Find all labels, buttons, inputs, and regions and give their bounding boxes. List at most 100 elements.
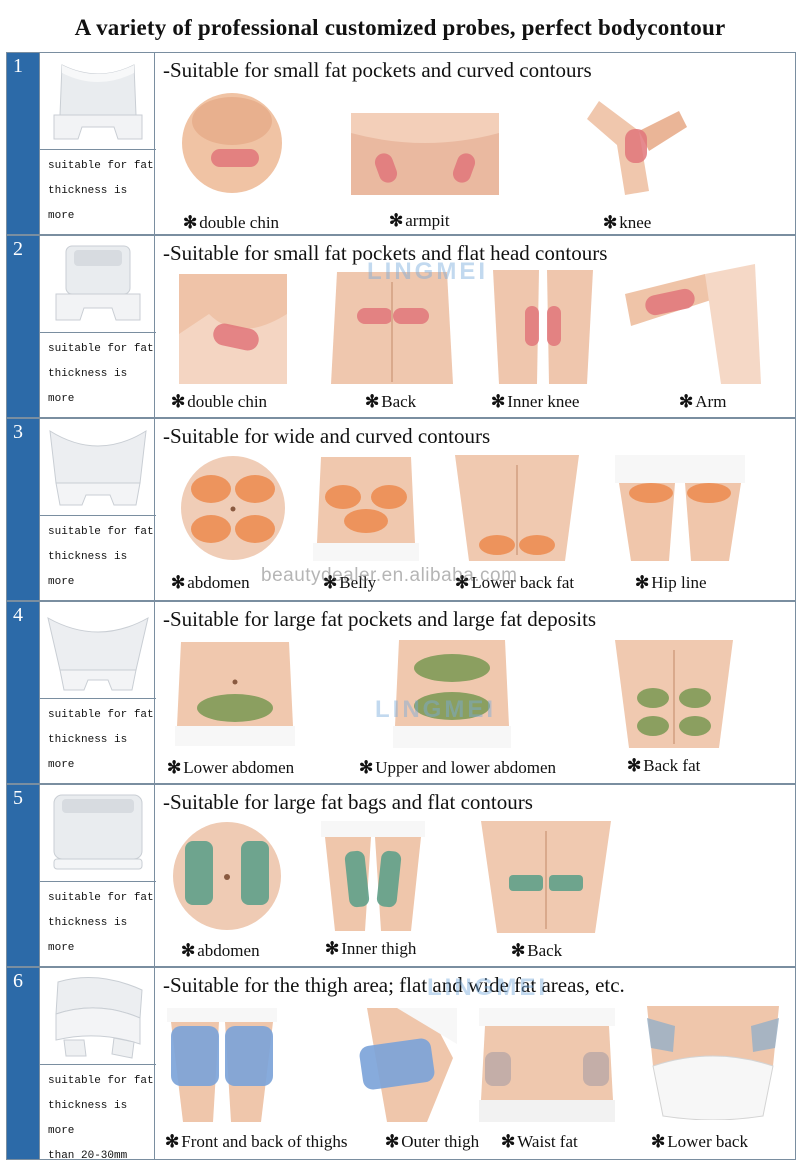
- row-content: -Suitable for large fat bags and flat co…: [157, 785, 795, 966]
- abdomen-image: [181, 456, 285, 560]
- arm-image: [625, 264, 761, 384]
- area-label: ✻Inner knee: [491, 392, 580, 411]
- area-label: ✻Upper and lower abdomen: [359, 758, 557, 777]
- probe-cell: suitable for fat thickness is more than …: [39, 419, 156, 613]
- inner-thigh-image: [321, 821, 425, 931]
- row-content: -Suitable for large fat pockets and larg…: [157, 602, 795, 783]
- fat-thickness-note: suitable for fat thickness is more than …: [40, 1064, 156, 1162]
- area-label: ✻Lower abdomen: [167, 758, 295, 777]
- probe-row-2: 2 suitable for fat thickness is more tha…: [6, 235, 796, 430]
- row-content: -Suitable for the thigh area; flat and w…: [157, 968, 795, 1159]
- abdomen-image: [173, 822, 281, 930]
- belly-image: [313, 457, 419, 561]
- waist-fat-image: [479, 1008, 615, 1122]
- flower-bullet-icon: ✻: [323, 573, 338, 592]
- row-number: 1: [7, 53, 39, 234]
- row-content: -Suitable for small fat pockets and flat…: [157, 236, 795, 417]
- probe-row-4: 4 suitable for fat thickness is more tha…: [6, 601, 796, 796]
- flower-bullet-icon: ✻: [181, 941, 196, 960]
- page-title: A variety of professional customized pro…: [74, 15, 726, 40]
- row-number: 3: [7, 419, 39, 600]
- row-number: 5: [7, 785, 39, 966]
- probe-row-1: 1 suitable for fat thickness is more tha…: [6, 52, 796, 247]
- flower-bullet-icon: ✻: [183, 213, 198, 232]
- fat-thickness-note: suitable for fat thickness is more than …: [40, 515, 156, 613]
- probe-table: 1 suitable for fat thickness is more tha…: [6, 52, 796, 1162]
- area-label: ✻Belly: [323, 573, 377, 592]
- row-content: -Suitable for small fat pockets and curv…: [157, 53, 795, 234]
- probe-cell: suitable for fat thickness is more than …: [39, 602, 156, 796]
- double-chin-image: [179, 274, 287, 384]
- area-label: ✻Inner thigh: [325, 939, 417, 958]
- area-label: ✻double chin: [171, 392, 268, 411]
- row-heading: -Suitable for wide and curved contours: [163, 424, 491, 448]
- area-label: ✻Hip line: [635, 573, 707, 592]
- area-label: ✻Front and back of thighs: [165, 1132, 348, 1151]
- double-chin-image: [182, 93, 282, 193]
- flower-bullet-icon: ✻: [455, 573, 470, 592]
- row-heading: -Suitable for small fat pockets and curv…: [163, 58, 592, 82]
- area-label: ✻knee: [603, 213, 652, 232]
- row-heading: -Suitable for small fat pockets and flat…: [163, 241, 608, 265]
- probe-6-image: [55, 977, 143, 1059]
- flower-bullet-icon: ✻: [171, 392, 186, 411]
- flower-bullet-icon: ✻: [365, 392, 380, 411]
- area-label: ✻Arm: [679, 392, 727, 411]
- area-label: ✻double chin: [183, 213, 280, 232]
- flower-bullet-icon: ✻: [167, 758, 182, 777]
- probe-5-image: [53, 794, 143, 870]
- probe-cell: suitable for fat thickness is more than …: [39, 53, 156, 247]
- flower-bullet-icon: ✻: [501, 1132, 516, 1151]
- area-label: ✻Back fat: [627, 756, 701, 775]
- inner-knee-image: [493, 270, 593, 384]
- flower-bullet-icon: ✻: [385, 1132, 400, 1151]
- flower-bullet-icon: ✻: [359, 758, 374, 777]
- back-fat-image: [615, 640, 733, 748]
- area-label: ✻Lower back: [651, 1132, 748, 1151]
- flower-bullet-icon: ✻: [389, 211, 404, 230]
- probe-3-image: [49, 430, 147, 506]
- flower-bullet-icon: ✻: [627, 756, 642, 775]
- row-number: 6: [7, 968, 39, 1159]
- back-image: [481, 821, 611, 933]
- flower-bullet-icon: ✻: [603, 213, 618, 232]
- lower-abdomen-image: [175, 642, 295, 746]
- row-number: 4: [7, 602, 39, 783]
- flower-bullet-icon: ✻: [511, 941, 526, 960]
- area-label: ✻Waist fat: [501, 1132, 578, 1151]
- armpit-image: [351, 113, 499, 195]
- hip-line-image: [615, 455, 745, 561]
- area-label: ✻armpit: [389, 211, 450, 230]
- row-heading: -Suitable for large fat bags and flat co…: [163, 790, 533, 814]
- flower-bullet-icon: ✻: [325, 939, 340, 958]
- flower-bullet-icon: ✻: [651, 1132, 666, 1151]
- probe-row-3: 3 suitable for fat thickness is more tha…: [6, 418, 796, 613]
- row-heading: -Suitable for the thigh area; flat and w…: [163, 973, 625, 997]
- area-label: ✻Lower back fat: [455, 573, 575, 592]
- fat-thickness-note: suitable for fat thickness is more than …: [40, 881, 156, 979]
- probe-row-6: 6 suitable for fat thickness is more tha…: [6, 967, 796, 1162]
- row-heading: -Suitable for large fat pockets and larg…: [163, 607, 597, 631]
- probe-4-image: [47, 617, 149, 691]
- front-back-thighs-image: [167, 1008, 277, 1122]
- flower-bullet-icon: ✻: [635, 573, 650, 592]
- area-label: ✻abdomen: [171, 573, 250, 592]
- outer-thigh-image: [359, 1008, 457, 1122]
- probe-2-image: [55, 245, 141, 321]
- probe-cell: suitable for fat thickness is more than …: [39, 785, 156, 979]
- area-label: ✻abdomen: [181, 941, 260, 960]
- flower-bullet-icon: ✻: [679, 392, 694, 411]
- area-label: ✻Back: [511, 941, 563, 960]
- lower-back-image: [647, 1006, 779, 1120]
- area-label: ✻Back: [365, 392, 417, 411]
- fat-thickness-note: suitable for fat thickness is more than …: [40, 332, 156, 430]
- flower-bullet-icon: ✻: [491, 392, 506, 411]
- row-number: 2: [7, 236, 39, 417]
- back-image: [331, 272, 453, 384]
- upper-lower-abdomen-image: [393, 640, 511, 748]
- probe-1-image: [53, 64, 143, 140]
- flower-bullet-icon: ✻: [171, 573, 186, 592]
- row-content: -Suitable for wide and curved contours ✻…: [157, 419, 795, 600]
- probe-cell: suitable for fat thickness is more than …: [39, 236, 156, 430]
- fat-thickness-note: suitable for fat thickness is more than …: [40, 698, 156, 796]
